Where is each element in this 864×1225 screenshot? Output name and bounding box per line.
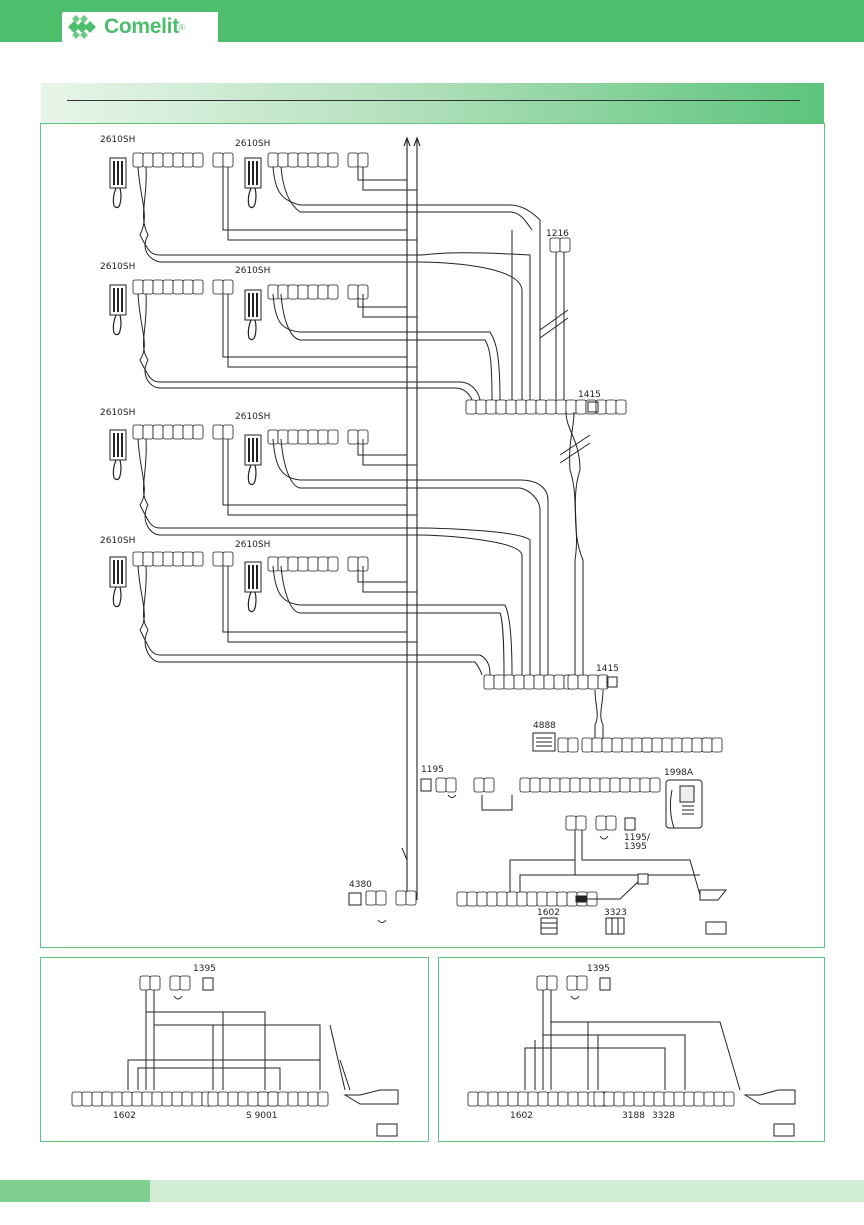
station-label: 2610SH bbox=[235, 266, 270, 276]
module-label: 1195 bbox=[421, 765, 444, 775]
module-label: 3323 bbox=[604, 908, 627, 918]
module-1415-b: 1415 bbox=[483, 664, 619, 690]
wiring-group-2 bbox=[137, 411, 591, 676]
station-label: 2610SH bbox=[100, 536, 135, 546]
comelit-logo-icon bbox=[68, 15, 96, 39]
bottom-right-wiring bbox=[467, 975, 796, 1137]
module-label: 4888 bbox=[533, 721, 556, 731]
section-header-rule bbox=[67, 100, 800, 101]
module-label: 1998A bbox=[664, 768, 694, 778]
station-label: 2610SH bbox=[235, 412, 270, 422]
riser-lines bbox=[403, 136, 421, 900]
brand-reg: ® bbox=[178, 22, 185, 32]
footer-bar bbox=[150, 1180, 864, 1202]
wiring-group-1 bbox=[137, 166, 569, 401]
speaker-plate-icon bbox=[699, 889, 728, 935]
station-label: 2610SH bbox=[100, 135, 135, 145]
module-label: 1602 bbox=[113, 1111, 136, 1121]
module-label: 3328 bbox=[652, 1111, 675, 1121]
module-4380 bbox=[348, 847, 417, 923]
module-label: 3188 bbox=[622, 1111, 645, 1121]
module-3323 bbox=[575, 873, 649, 935]
footer-bar-accent bbox=[0, 1180, 150, 1202]
station-label: 2610SH bbox=[100, 262, 135, 272]
module-label: 1395 bbox=[624, 842, 647, 852]
station-label: 2610SH bbox=[235, 139, 270, 149]
module-1998A bbox=[665, 779, 703, 829]
module-1216: 1216 bbox=[546, 229, 571, 253]
module-label: 1602 bbox=[537, 908, 560, 918]
module-label: 1395 bbox=[193, 964, 216, 974]
brand-name: Comelit bbox=[104, 15, 179, 38]
module-1602 bbox=[456, 859, 700, 935]
module-label: 1602 bbox=[510, 1111, 533, 1121]
station-label: 2610SH bbox=[100, 408, 135, 418]
bottom-left-wiring bbox=[71, 975, 399, 1137]
terminal-strip-interface bbox=[519, 777, 661, 793]
module-label: 1195/ bbox=[624, 833, 651, 843]
module-label: 1216 bbox=[546, 229, 569, 239]
module-label: S 9001 bbox=[246, 1111, 277, 1121]
module-label: 4380 bbox=[349, 880, 372, 890]
terminal-strip-4888 bbox=[557, 737, 723, 753]
module-label: 1415 bbox=[596, 664, 619, 674]
station-label: 2610SH bbox=[235, 540, 270, 550]
bottom-left-diagram-panel bbox=[40, 957, 429, 1142]
brand-logo: Comelit® bbox=[62, 12, 218, 42]
module-label: 1395 bbox=[587, 964, 610, 974]
module-4888 bbox=[532, 689, 604, 752]
module-1195-1395 bbox=[565, 815, 701, 896]
bottom-right-diagram-panel bbox=[438, 957, 825, 1142]
module-label: 1415 bbox=[578, 390, 601, 400]
module-1195 bbox=[420, 777, 513, 811]
section-header-band bbox=[41, 83, 824, 123]
module-1415-a: 1415 bbox=[465, 390, 627, 415]
